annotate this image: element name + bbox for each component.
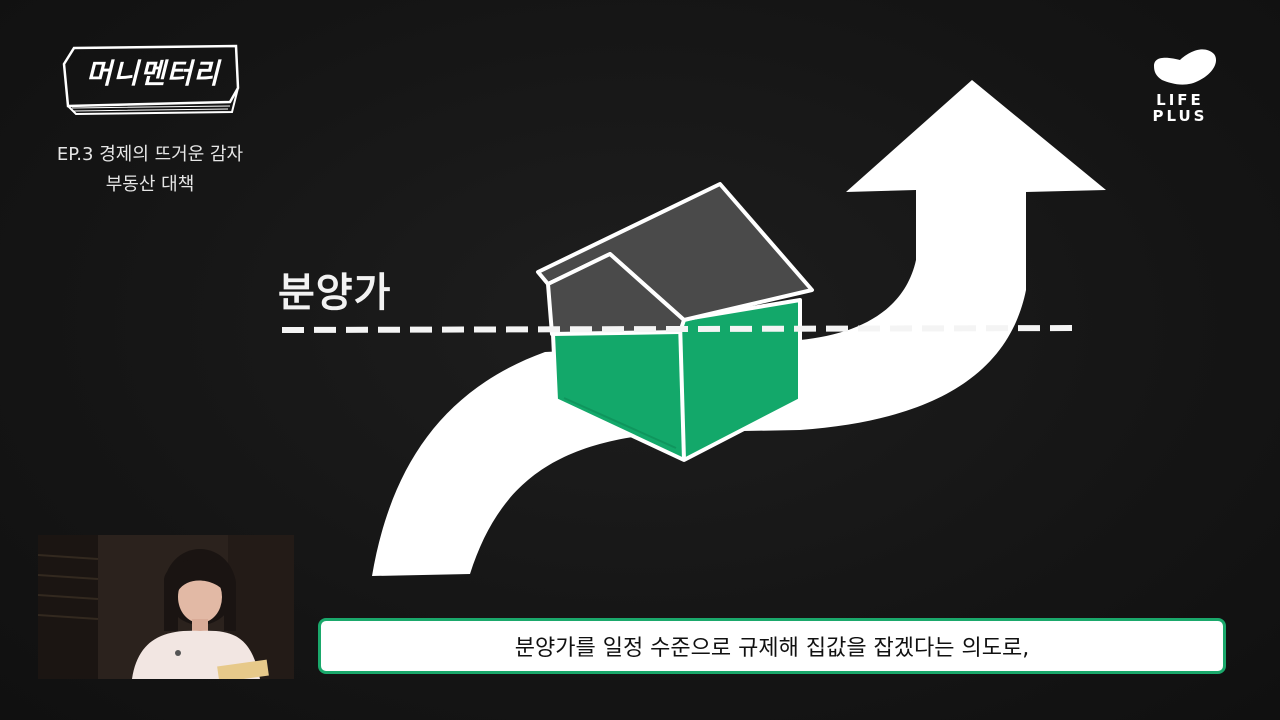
price-cap-line xyxy=(281,325,1083,333)
show-logo-text: 머니멘터리 xyxy=(86,57,220,90)
brand-line-2: PLUS xyxy=(1152,107,1208,125)
rising-arrow xyxy=(372,80,1106,576)
brand-text: LIFE PLUS xyxy=(1140,92,1220,124)
presenter-video xyxy=(38,535,294,679)
episode-line-1: EP.3 경제의 뜨거운 감자 xyxy=(56,144,244,165)
show-logo-frame xyxy=(62,44,240,116)
brand-leaf-icon xyxy=(1154,49,1217,85)
episode-line-2: 부동산 대책 xyxy=(105,174,195,195)
episode-title: EP.3 경제의 뜨거운 감자 부동산 대책 xyxy=(20,140,280,200)
brand-line-1: LIFE xyxy=(1156,91,1204,109)
subtitle-text: 분양가를 일정 수준으로 규제해 집값을 잡겠다는 의도로, xyxy=(514,636,1030,661)
subtitle-caption: 분양가를 일정 수준으로 규제해 집값을 잡겠다는 의도로, xyxy=(318,618,1226,674)
price-cap-label: 분양가 xyxy=(278,270,392,316)
